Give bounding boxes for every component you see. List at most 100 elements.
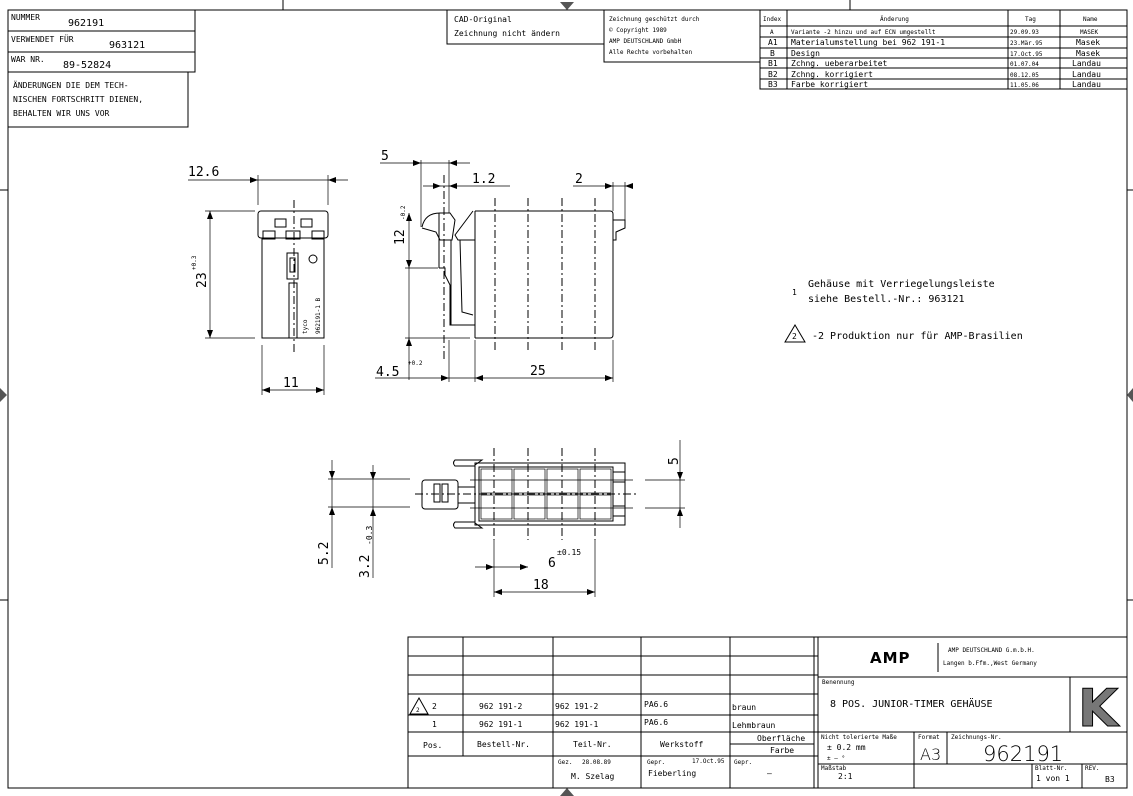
dim-front-width: 12.6 xyxy=(188,165,219,180)
revision-triangle-icon xyxy=(409,696,429,715)
dim-bottom-3-2: 3.2 xyxy=(358,555,373,578)
teil-nr: 962 191-1 xyxy=(555,720,599,729)
header-bestell-nr: Bestell-Nr. xyxy=(477,740,530,749)
revision-name: Masek xyxy=(1076,38,1100,47)
center-arrow-right-icon xyxy=(1127,388,1133,402)
revision-triangle-icon xyxy=(784,324,806,343)
note2-text: -2 Produktion nur für AMP-Brasilien xyxy=(812,331,1023,342)
amp-logo: AMP xyxy=(870,649,911,667)
revision-date: 01.07.04 xyxy=(1010,61,1039,68)
dim-side-4-5: 4.5 xyxy=(376,365,399,380)
revision-header: Name xyxy=(1083,16,1098,23)
revision-row: B1 Zchng. ueberarbeitet 01.07.04 Landau xyxy=(768,59,1101,68)
farbe: Lehmbraun xyxy=(732,721,776,730)
dim-side-2: 2 xyxy=(575,172,583,187)
dim-bottom-3-2-tol: -0.3 xyxy=(365,526,374,545)
copyright-line: © Copyright 1989 xyxy=(609,27,667,34)
werkstoff: PA6.6 xyxy=(644,718,668,727)
revision-index: B3 xyxy=(768,80,778,89)
gez-label: Gez. xyxy=(558,759,572,766)
cad-note-line: CAD-Original xyxy=(454,15,512,24)
parts-row: 1 962 191-1 962 191-1 PA6.6 Lehmbraun xyxy=(432,718,776,730)
title-block: AMP AMP DEUTSCHLAND G.m.b.H. Langen b.Ff… xyxy=(817,636,1128,789)
gepr-name: Fieberling xyxy=(648,769,696,778)
note1-number: 1 xyxy=(792,288,797,297)
benennung-label: Benennung xyxy=(822,679,855,686)
tolerance-value: ± 0.2 mm xyxy=(827,743,866,752)
nummer-label: NUMMER xyxy=(11,13,40,22)
revision-name: MASEK xyxy=(1080,29,1098,36)
revision-triangle-number: 2 xyxy=(416,707,420,714)
header-left-box: NUMMER 962191 VERWENDET FÜR 963121 WAR N… xyxy=(7,9,196,128)
dim-bottom-18: 18 xyxy=(533,578,549,593)
gez-name: M. Szelag xyxy=(571,772,615,781)
marking-part: 962191-1 B xyxy=(315,297,322,334)
class-letter: K xyxy=(1078,679,1120,739)
revision-change: Design xyxy=(791,49,820,58)
revision-date: 17.Oct.95 xyxy=(1010,51,1043,58)
revision-index: B2 xyxy=(768,70,778,79)
revision-row: B Design 17.Oct.95 Masek xyxy=(770,49,1100,58)
verwendet-label: VERWENDET FÜR xyxy=(11,34,74,44)
teil-nr: 962 191-2 xyxy=(555,702,599,711)
dim-bottom-5-2: 5.2 xyxy=(317,542,332,565)
revision-row: A1 Materialumstellung bei 962 191-1 23.M… xyxy=(768,38,1100,47)
notice-line: NISCHEN FORTSCHRITT DIENEN, xyxy=(13,95,143,104)
center-arrow-bottom-icon xyxy=(560,788,574,796)
war-value: 89-52824 xyxy=(63,60,111,71)
revision-change: Farbe korrigiert xyxy=(791,80,868,89)
header-oberflaeche: Oberfläche xyxy=(757,734,805,743)
header-farbe: Farbe xyxy=(770,746,794,755)
bottom-view: 5.2 3.2 -0.3 5 6 ±0.15 18 xyxy=(317,440,685,597)
dim-side-1-2: 1.2 xyxy=(472,172,495,187)
dim-side-5: 5 xyxy=(381,149,389,164)
pos: 1 xyxy=(432,720,437,729)
dim-side-4-5-tol: +0.2 xyxy=(408,360,423,367)
copyright-line: Zeichnung geschützt durch xyxy=(609,16,700,23)
revision-name: Landau xyxy=(1072,70,1101,79)
note1-line1: Gehäuse mit Verriegelungsleiste xyxy=(808,279,995,290)
dim-front-height: 23 xyxy=(195,272,210,288)
notes: 1 Gehäuse mit Verriegelungsleiste siehe … xyxy=(784,279,1023,343)
gepr2-name: — xyxy=(767,769,772,778)
parts-table: 2 2 962 191-2 962 191-2 PA6.6 braun 1 96… xyxy=(407,636,819,789)
scale-value: 2:1 xyxy=(838,772,853,781)
revision-date: 11.05.06 xyxy=(1010,82,1039,89)
revision-change: Materialumstellung bei 962 191-1 xyxy=(791,38,945,47)
cad-note-line: Zeichnung nicht ändern xyxy=(454,29,560,38)
tolerance-angle: ± — ° xyxy=(827,755,845,762)
pos: 2 xyxy=(432,702,437,711)
revision-header: Änderung xyxy=(880,16,909,23)
marking-brand: tyco xyxy=(302,319,309,334)
revision-date: 29.09.93 xyxy=(1010,29,1039,36)
verwendet-value: 963121 xyxy=(109,40,145,51)
header-pos: Pos. xyxy=(423,741,442,750)
sheet-value: 1 von 1 xyxy=(1036,774,1070,783)
header-teil-nr: Teil-Nr. xyxy=(573,740,612,749)
cad-note-box: CAD-Original Zeichnung nicht ändern xyxy=(446,9,605,45)
center-arrow-top-icon xyxy=(560,2,574,10)
revision-row: B2 Zchng. korrigiert 08.12.05 Landau xyxy=(768,70,1101,79)
dim-front-bottom: 11 xyxy=(283,376,299,391)
revision-index: B1 xyxy=(768,59,778,68)
notice-line: ÄNDERUNGEN DIE DEM TECH- xyxy=(13,80,129,90)
dim-side-25: 25 xyxy=(530,364,546,379)
note2-number: 2 xyxy=(792,332,797,341)
revision-name: Landau xyxy=(1072,59,1101,68)
format-value: A3 xyxy=(920,745,941,764)
revision-index: A1 xyxy=(768,38,778,47)
drawing-no-label: Zeichnungs-Nr. xyxy=(951,734,1002,741)
revision-change: Variante -2 hinzu und auf ECN umgestellt xyxy=(791,29,936,36)
side-view: 5 1.2 2 12 -0.2 4.5 +0.2 25 xyxy=(375,149,633,382)
gepr2-label: Gepr. xyxy=(734,759,752,766)
dim-bottom-6: 6 xyxy=(548,556,556,571)
gez-date: 28.08.89 xyxy=(582,759,611,766)
revision-change: Zchng. korrigiert xyxy=(791,70,873,79)
tolerance-label: Nicht tolerierte Maße xyxy=(821,734,897,741)
revision-name: Masek xyxy=(1076,49,1100,58)
revision-header: Tag xyxy=(1025,16,1036,23)
revision-change: Zchng. ueberarbeitet xyxy=(791,59,888,68)
revision-name: Landau xyxy=(1072,80,1101,89)
copyright-box: Zeichnung geschützt durch © Copyright 19… xyxy=(603,9,761,63)
